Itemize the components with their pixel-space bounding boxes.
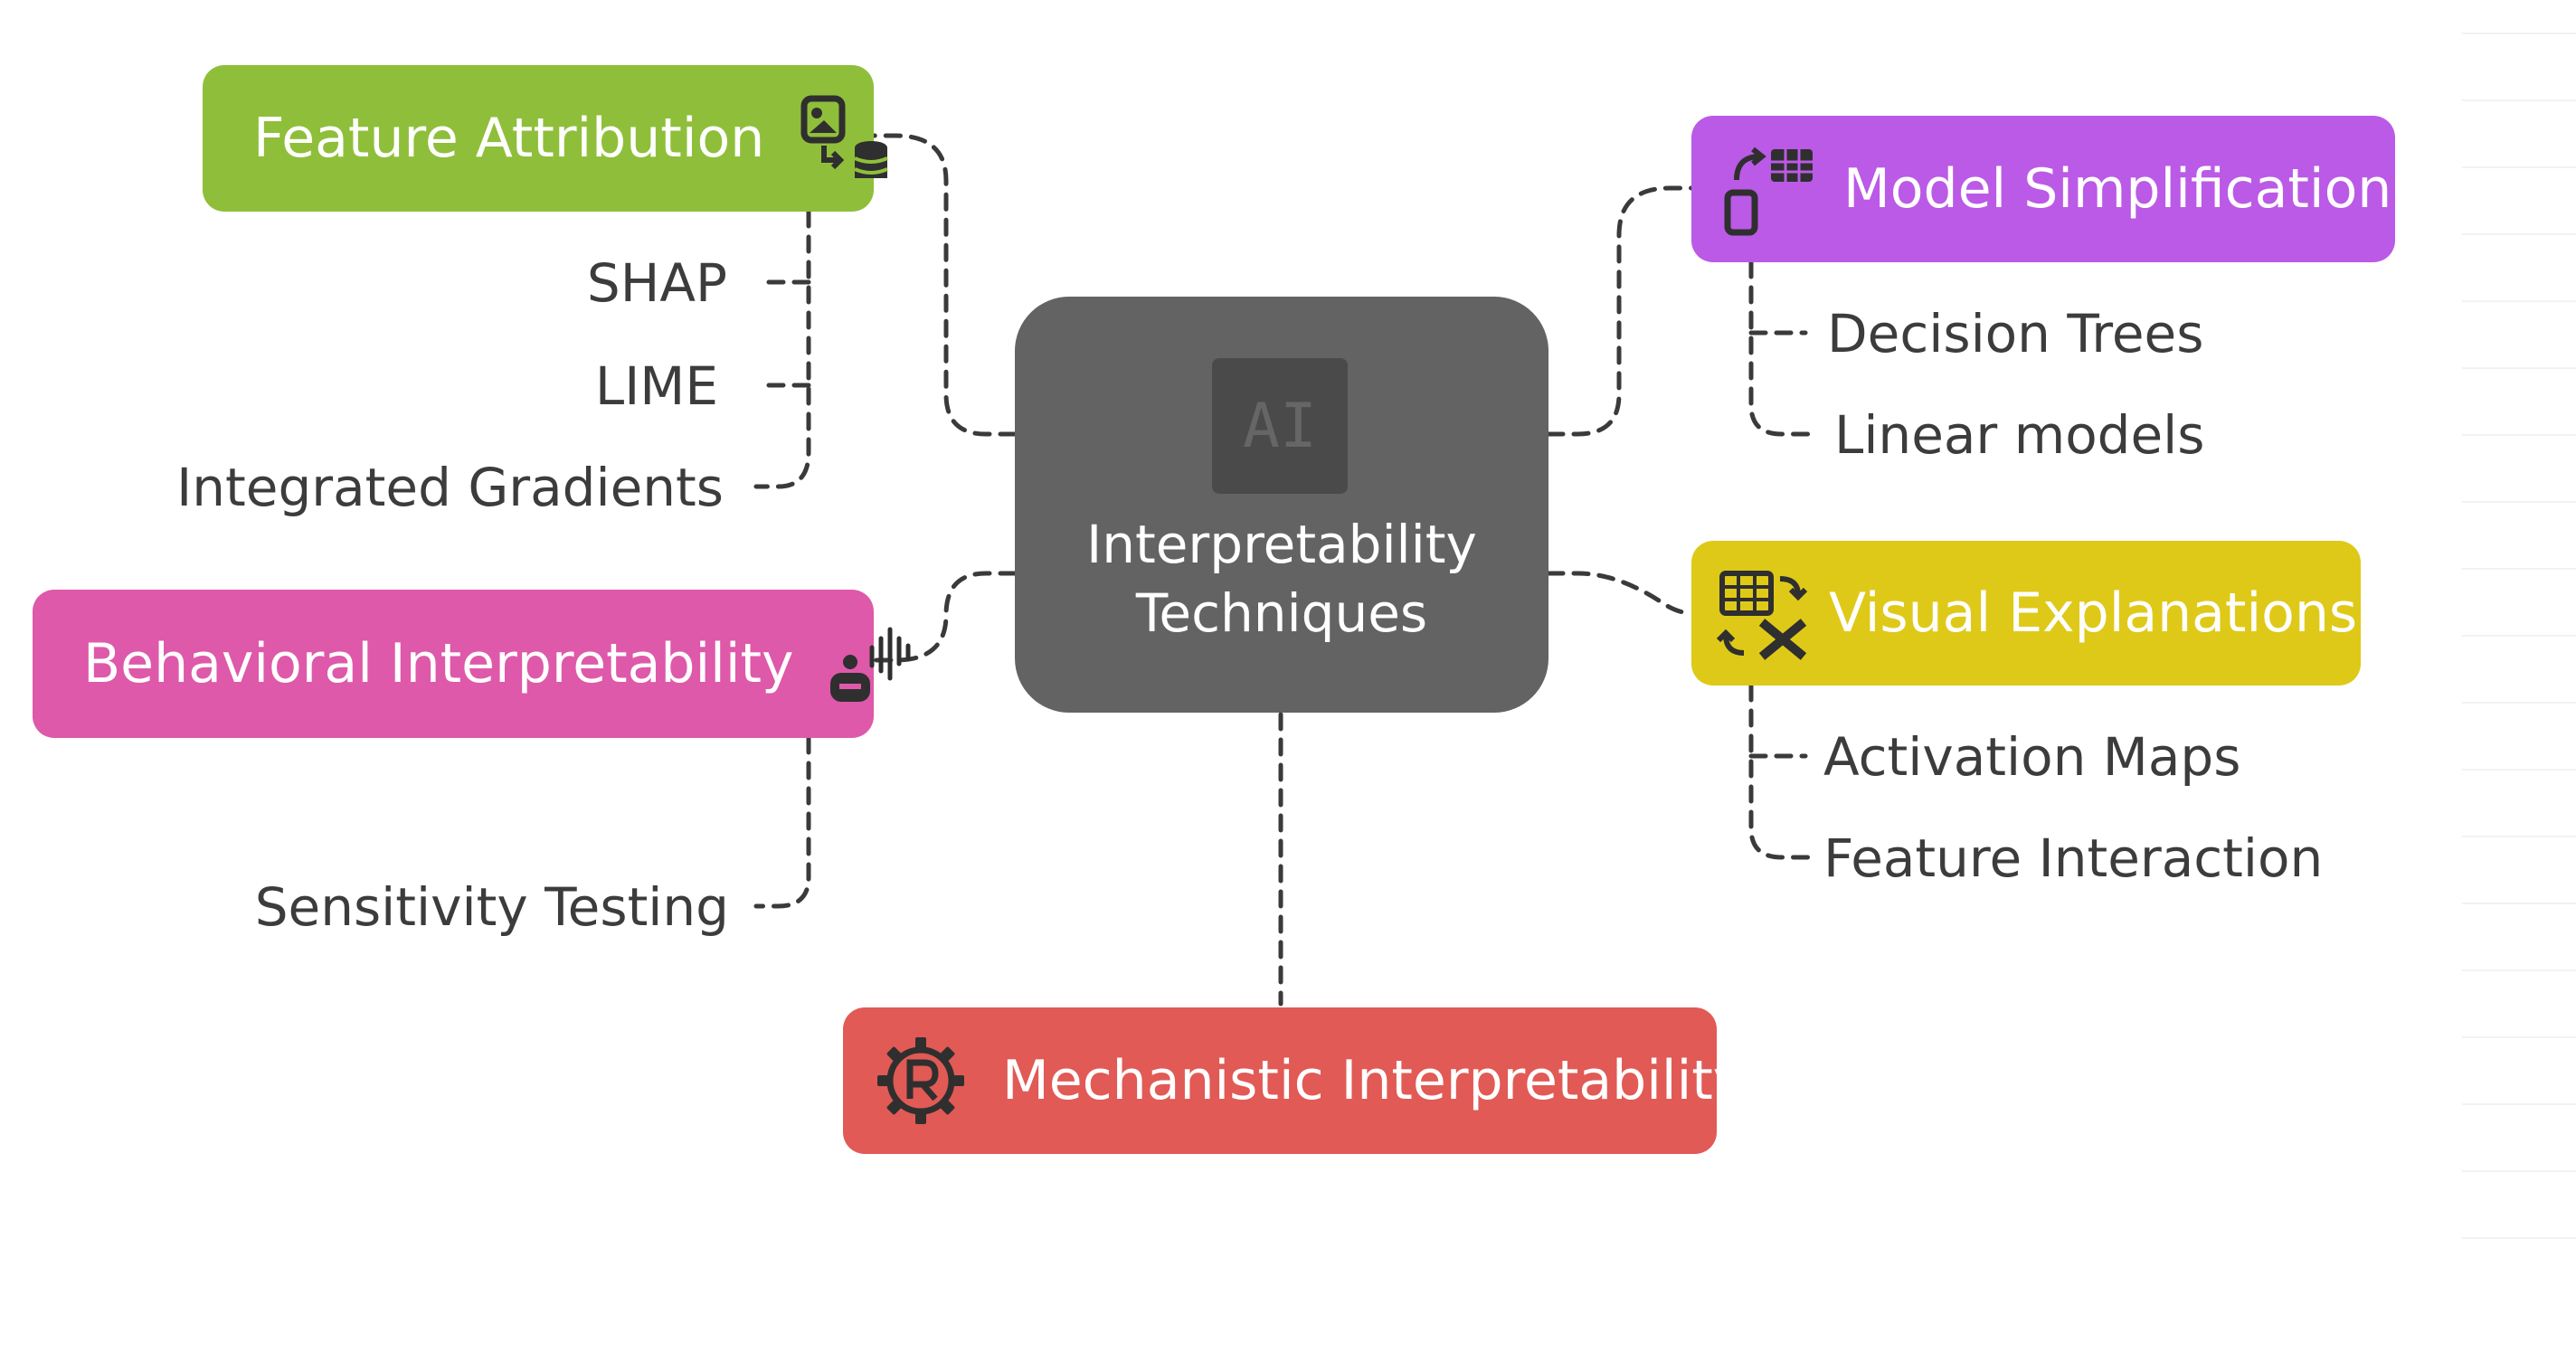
mechanistic-interpretability-node[interactable]: Mechanistic Interpretability: [843, 1007, 1745, 1154]
connector-ms-trunk: [1748, 260, 1819, 437]
model-simplification-label: Model Simplification: [1843, 157, 2392, 221]
behavioral-interpretability-node[interactable]: Behavioral Interpretability: [33, 590, 911, 738]
robot-sound-wave-icon: [829, 627, 911, 702]
image-database-icon: [800, 95, 889, 178]
connector-behavioral: [871, 571, 1018, 663]
visual-explanations-label: Visual Explanations: [1829, 581, 2358, 645]
visual-explanations-node[interactable]: Visual Explanations: [1691, 541, 2361, 686]
center-node[interactable]: AI Interpretability Techniques: [1015, 297, 1548, 713]
feature-attribution-label: Feature Attribution: [253, 107, 765, 170]
ai-badge-label: AI: [1243, 390, 1317, 462]
connector-feature-attribution: [871, 133, 1018, 437]
feature-attribution-node[interactable]: Feature Attribution: [203, 65, 889, 212]
connector-model-simplification: [1546, 185, 1694, 437]
connector-fa-trunk: [753, 209, 811, 489]
leaf-feature-interaction[interactable]: Feature Interaction: [1823, 827, 2324, 889]
leaf-decision-trees[interactable]: Decision Trees: [1827, 303, 2204, 364]
leaf-shap[interactable]: SHAP: [586, 252, 727, 314]
leaf-sensitivity-testing[interactable]: Sensitivity Testing: [254, 876, 729, 938]
device-table-icon: [1724, 147, 1813, 236]
connector-ve-trunk: [1748, 683, 1812, 860]
leaf-lime[interactable]: LIME: [594, 355, 718, 417]
ai-badge: AI: [1212, 358, 1348, 494]
leaf-linear-models[interactable]: Linear models: [1834, 404, 2205, 466]
connector-visual-explanations: [1546, 571, 1694, 616]
center-title: Interpretability Techniques: [1086, 514, 1477, 644]
leaf-activation-maps[interactable]: Activation Maps: [1823, 726, 2241, 788]
model-simplification-node[interactable]: Model Simplification: [1691, 116, 2395, 262]
mechanistic-interpretability-label: Mechanistic Interpretability: [1002, 1049, 1746, 1112]
connector-bi-trunk: [753, 735, 811, 909]
table-transform-icon: [1717, 571, 1808, 660]
registered-gear-icon: [877, 1037, 964, 1124]
behavioral-interpretability-label: Behavioral Interpretability: [83, 632, 794, 695]
leaf-integrated-gradients[interactable]: Integrated Gradients: [176, 457, 724, 518]
